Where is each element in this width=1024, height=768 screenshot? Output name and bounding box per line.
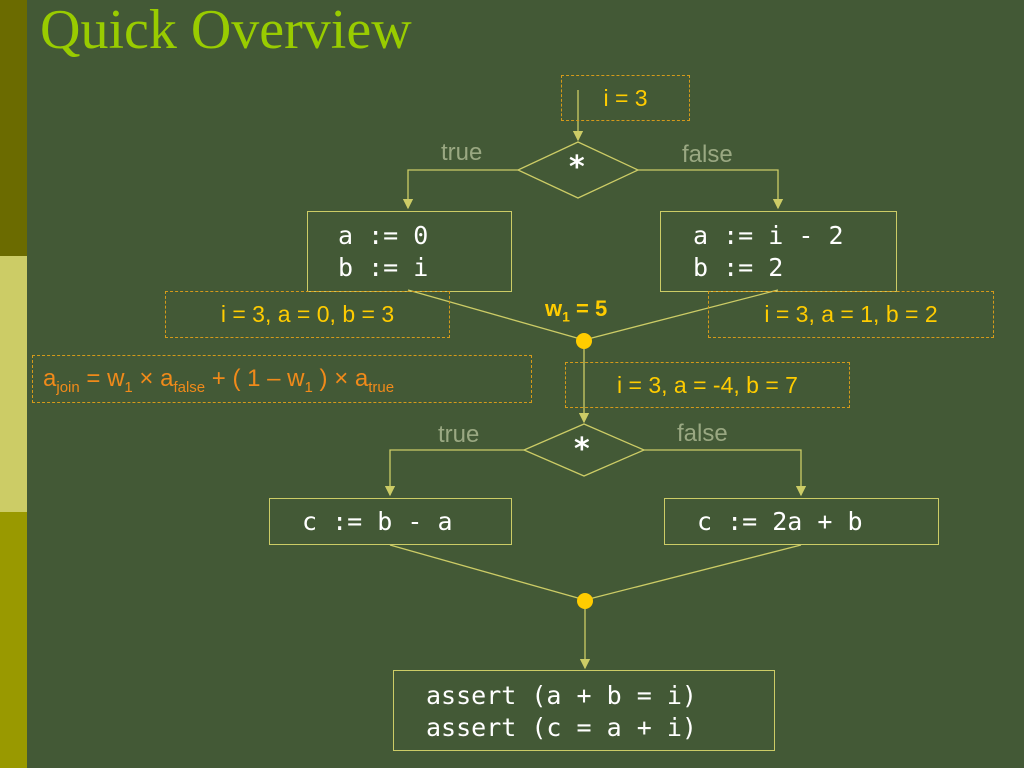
code-line: c := 2a + b bbox=[697, 507, 863, 536]
false-state-annotation: i = 3, a = 1, b = 2 bbox=[708, 291, 994, 338]
edge-false-1 bbox=[638, 169, 784, 210]
true-block-1: a := 0 b := i bbox=[307, 211, 512, 292]
code-line: a := 0 bbox=[338, 221, 429, 250]
joined-state-annotation: i = 3, a = -4, b = 7 bbox=[565, 362, 850, 408]
code-line: b := i bbox=[338, 253, 429, 282]
branch-1-false-label: false bbox=[682, 141, 733, 168]
sidebar-accent bbox=[0, 0, 27, 768]
code-line: c := b - a bbox=[302, 507, 453, 536]
edge-false-2 bbox=[644, 449, 807, 497]
edge-true-1 bbox=[402, 169, 518, 210]
false-block-1: a := i - 2 b := 2 bbox=[660, 211, 897, 292]
assert-line: assert (c = a + i) bbox=[426, 713, 697, 742]
condition-1-symbol: * bbox=[569, 150, 585, 185]
assert-block: assert (a + b = i) assert (c = a + i) bbox=[393, 670, 775, 751]
branch-2-false-label: false bbox=[677, 420, 728, 447]
weight-label: w1 = 5 bbox=[545, 296, 608, 325]
edge-merge-right-1 bbox=[583, 289, 779, 341]
branch-2-true-label: true bbox=[438, 421, 480, 448]
join-dot-1 bbox=[576, 333, 592, 349]
sidebar-block-middle bbox=[0, 256, 27, 512]
init-annotation: i = 3 bbox=[561, 75, 690, 121]
edge-merge-left-1 bbox=[407, 289, 585, 341]
edge-merge-left-2 bbox=[389, 544, 586, 601]
sidebar-block-bottom bbox=[0, 512, 27, 768]
edge-true-2 bbox=[384, 449, 524, 497]
branch-1-true-label: true bbox=[441, 139, 483, 166]
slide-title: Quick Overview bbox=[40, 0, 412, 61]
sidebar-block-top bbox=[0, 0, 27, 256]
code-line: b := 2 bbox=[693, 253, 784, 282]
edge-merge-right-2 bbox=[584, 544, 802, 601]
join-dot-2 bbox=[577, 593, 593, 609]
false-block-2: c := 2a + b bbox=[664, 498, 939, 545]
decision-diamond-2 bbox=[522, 423, 646, 477]
true-state-annotation: i = 3, a = 0, b = 3 bbox=[165, 291, 450, 338]
condition-2-symbol: * bbox=[574, 432, 590, 467]
join-formula: ajoin = w1 × afalse + ( 1 – w1 ) × atrue bbox=[32, 355, 532, 403]
code-line: a := i - 2 bbox=[693, 221, 844, 250]
assert-line: assert (a + b = i) bbox=[426, 681, 697, 710]
true-block-2: c := b - a bbox=[269, 498, 512, 545]
decision-diamond-1 bbox=[516, 141, 640, 199]
